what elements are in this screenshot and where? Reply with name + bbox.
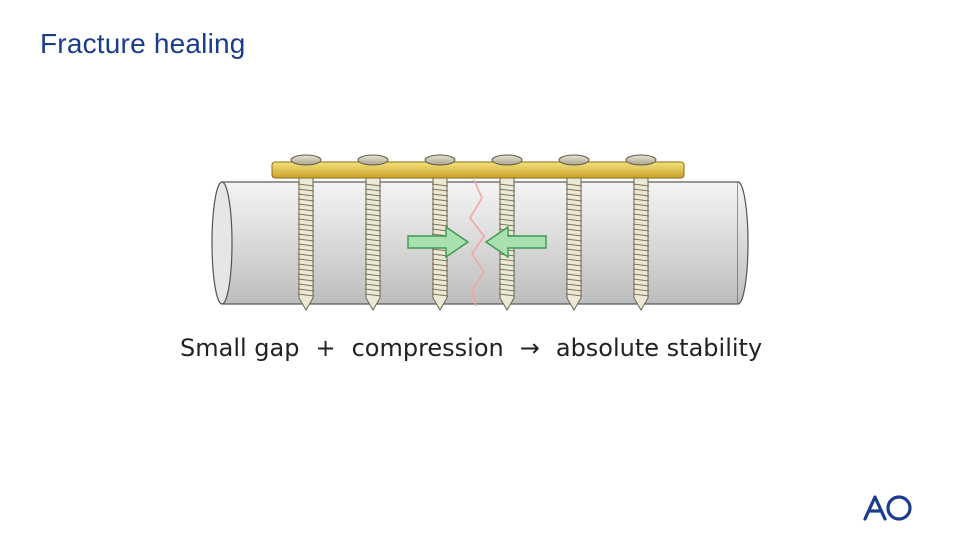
screws xyxy=(297,177,650,311)
screw xyxy=(632,177,650,311)
caption-compression: compression xyxy=(351,334,504,362)
screw-head xyxy=(558,154,590,166)
screw-head xyxy=(357,154,389,166)
screw xyxy=(364,177,382,311)
screw-heads xyxy=(290,154,657,166)
caption-arrow: → xyxy=(519,334,540,362)
screw-head xyxy=(625,154,657,166)
ao-logo xyxy=(863,495,912,521)
bone-plate-diagram xyxy=(211,154,749,311)
fracture-line xyxy=(469,179,485,307)
bone-plate xyxy=(271,161,685,179)
caption-plus: + xyxy=(315,334,336,362)
slide-title: Fracture healing xyxy=(40,28,246,59)
screw-head xyxy=(491,154,523,166)
compression-arrow-right-icon xyxy=(407,225,470,259)
screw-head xyxy=(424,154,456,166)
caption-absolute-stability: absolute stability xyxy=(555,334,763,362)
screw xyxy=(565,177,583,311)
compression-arrow-left-icon xyxy=(484,225,547,259)
caption-small-gap: Small gap xyxy=(180,334,300,362)
screw xyxy=(297,177,315,311)
diagram-caption: Small gap + compression → absolute stabi… xyxy=(180,334,800,362)
screw-head xyxy=(290,154,322,166)
